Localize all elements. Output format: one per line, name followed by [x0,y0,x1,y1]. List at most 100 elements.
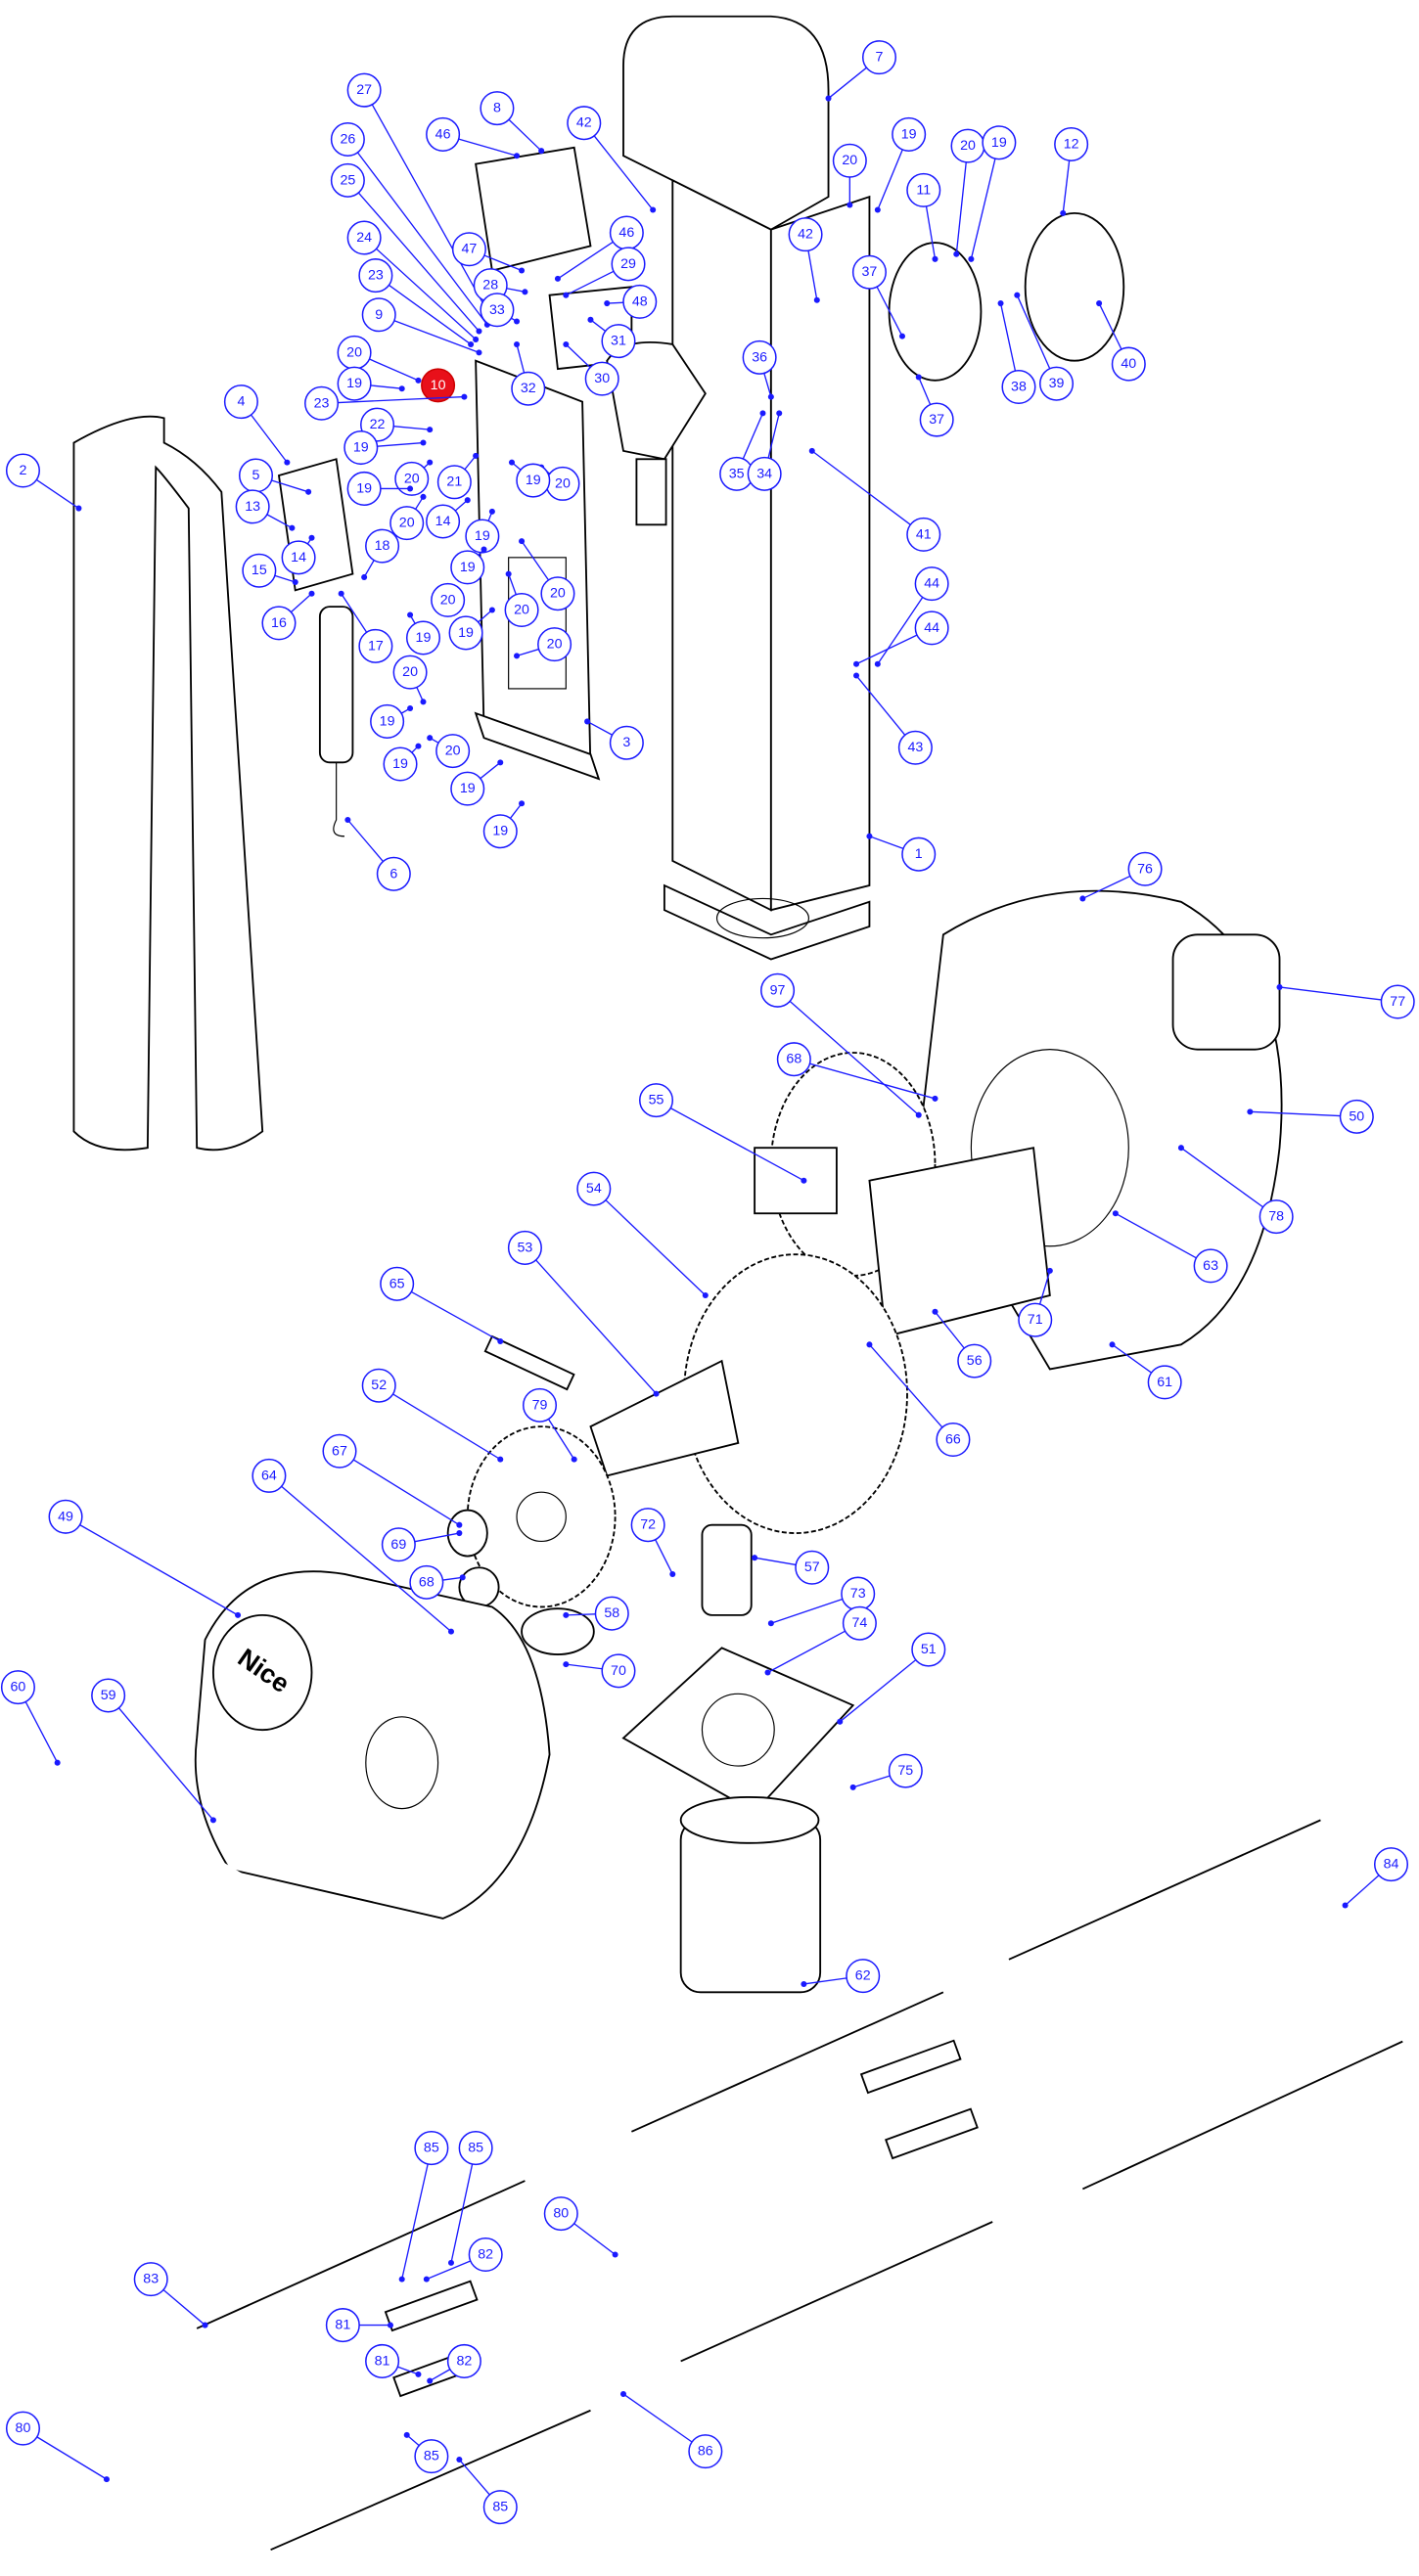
callout-19: 19 [370,703,414,739]
leader-dot [1247,1108,1254,1115]
callout-bubble [919,402,954,437]
callout-19: 19 [346,471,414,506]
spring [277,458,354,837]
leader-dot [420,439,427,446]
callout-label: 19 [475,528,490,544]
leader-dot [519,538,526,545]
callout-label: 26 [340,131,355,147]
callout-label: 27 [356,82,372,98]
callout-43: 43 [853,672,933,765]
callout-label: 17 [368,638,384,654]
callout-label: 11 [916,182,931,198]
callout-label: 16 [271,615,287,631]
callout-bubble [914,610,949,646]
leader-line [516,648,539,657]
leader-dot [619,2390,627,2397]
leader-dot [344,816,351,824]
callout-label: 19 [416,630,432,646]
callout-82: 82 [423,2237,503,2282]
callout-label: 23 [314,395,330,411]
callout-label: 46 [435,126,451,142]
callout-label: 29 [620,256,636,272]
leader-line [1345,1875,1380,1907]
callout-label: 49 [58,1509,73,1524]
leader-dot [584,718,591,725]
callout-bubble [1054,126,1089,162]
callout-label: 77 [1390,994,1405,1010]
callout-label: 74 [851,1615,867,1631]
leader-dot [571,1456,577,1463]
leader-dot [476,349,482,356]
callout-bubble [1339,1099,1374,1134]
callout-label: 73 [850,1586,866,1602]
leader-line [356,152,488,326]
leader-dot [468,340,475,347]
callout-label: 30 [594,371,610,386]
callout-label: 20 [555,475,571,491]
callout-bubble [480,293,515,328]
callout-20: 20 [427,734,471,769]
callout-15: 15 [242,553,298,588]
callout-bubble [567,106,602,141]
leader-line [1062,160,1071,213]
callout-label: 37 [929,412,944,428]
leader-line [565,343,591,369]
callout-bubble [426,504,461,539]
callout-label: 13 [245,499,260,515]
leader-line [369,358,419,382]
callout-62: 62 [801,1959,881,1994]
callout-72: 72 [630,1508,676,1577]
leader-line [508,118,542,152]
callout-81: 81 [365,2343,422,2378]
callout-bubble [901,836,937,872]
callout-bubble [435,734,471,769]
callout-label: 86 [698,2444,713,2460]
leader-line [35,478,79,510]
leader-dot [209,1817,216,1824]
callout-label: 6 [389,866,397,881]
callout-20: 20 [431,582,466,617]
callout-bubble [465,519,500,554]
callout-42: 42 [788,217,823,303]
callout-bubble [346,220,382,255]
callout-label: 20 [402,664,418,680]
callout-29: 29 [563,247,646,298]
callout-bubble [630,1508,665,1543]
callout-68: 68 [776,1042,938,1102]
leader-dot [403,2431,410,2438]
callout-label: 85 [468,2141,483,2156]
leader-dot [456,1521,463,1528]
callout-label: 81 [375,2353,390,2369]
callout-label: 20 [550,586,566,602]
callout-12: 12 [1054,126,1089,216]
callout-bubble [957,1343,992,1378]
callout-27: 27 [346,72,495,323]
callout-bubble [906,517,941,552]
callout-bubble [1001,370,1036,405]
leader-dot [604,300,611,307]
callout-bubble [252,1458,287,1493]
leader-line [767,1630,846,1674]
callout-bubble [426,116,461,152]
callout-label: 19 [392,756,408,772]
leader-dot [514,153,521,159]
leader-line [770,1598,844,1624]
callout-bubble [576,1171,612,1206]
callout-bubble [742,339,777,375]
callout-label: 19 [353,440,369,456]
leader-dot [420,699,427,705]
leader-line [1082,875,1131,900]
front-housing: Nice [194,1570,551,1920]
callout-82: 82 [427,2343,481,2384]
leader-dot [464,497,471,504]
leader-line [250,414,288,464]
callout-label: 36 [752,349,767,365]
leader-dot [752,1555,758,1561]
callout-76: 76 [1079,851,1163,902]
leader-dot [563,1661,570,1668]
callout-bubble [1127,851,1163,886]
leader-line [876,286,903,337]
callout-bubble [1380,984,1415,1019]
leader-dot [456,1530,463,1537]
callout-9: 9 [361,297,482,356]
